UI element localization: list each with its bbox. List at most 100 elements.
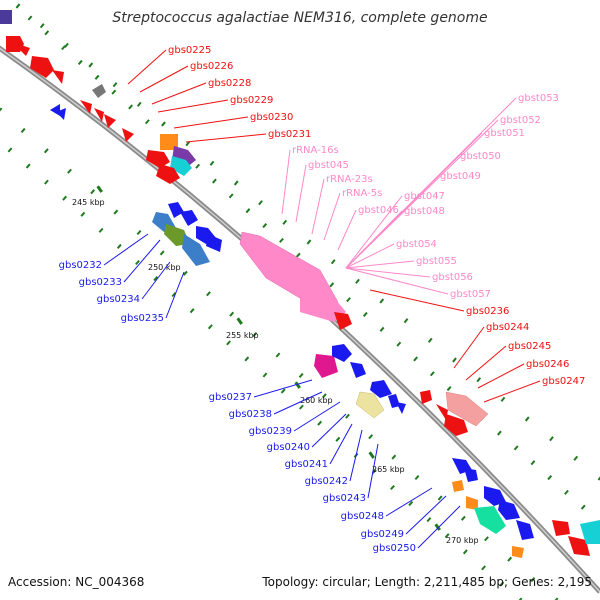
- gene-arrow: [420, 390, 432, 404]
- gene-label: gbs0233: [79, 277, 122, 288]
- track-tick: [43, 148, 49, 154]
- track-tick: [144, 119, 150, 125]
- track-ticks: [0, 3, 600, 600]
- track-tick: [379, 298, 385, 304]
- callout-line: [273, 391, 323, 415]
- track-tick: [67, 168, 72, 174]
- gene-label: gbs0250: [373, 543, 416, 554]
- gene-arrow: [498, 500, 520, 520]
- gene-arrow: [334, 312, 352, 330]
- callout-line: [253, 379, 313, 398]
- gene-label: gbst050: [460, 151, 501, 162]
- track-tick: [446, 386, 452, 392]
- track-tick: [321, 393, 327, 399]
- track-tick: [500, 396, 506, 402]
- track-tick: [444, 533, 450, 539]
- gene-label: gbs0237: [209, 392, 252, 403]
- callout-line: [417, 505, 461, 549]
- gene-arrow: [350, 362, 366, 378]
- callout-line: [123, 239, 161, 283]
- track-tick: [452, 357, 457, 363]
- gene-arrow: [168, 202, 184, 218]
- track-tick: [90, 189, 96, 195]
- gene-arrow: [332, 344, 352, 362]
- callouts: gbs0225gbs0226gbs0228gbs0229gbs0230gbs02…: [59, 45, 586, 554]
- gene-feature: [92, 84, 106, 98]
- callout-line: [329, 423, 353, 465]
- gene-arrow: [370, 380, 392, 398]
- callout-line: [385, 487, 433, 517]
- track-tick: [77, 59, 83, 66]
- track-tick: [462, 549, 468, 555]
- gene-feature: [512, 546, 524, 558]
- callout-line: [323, 192, 341, 241]
- track-tick: [355, 278, 360, 284]
- track-tick: [233, 180, 239, 186]
- track-tick: [88, 62, 94, 68]
- gene-label: gbst054: [396, 239, 437, 250]
- gene-label: rRNA-23s: [326, 174, 373, 185]
- gene-label: gbs0246: [526, 359, 569, 370]
- track-tick: [262, 372, 268, 378]
- gene-arrow: [12, 42, 30, 56]
- gene-label: gbst045: [308, 160, 349, 171]
- track-tick: [27, 15, 33, 21]
- gene-label: rRNA-16s: [292, 145, 339, 156]
- track-tick: [275, 352, 281, 358]
- track-tick: [128, 104, 133, 110]
- callout-line: [295, 164, 307, 223]
- gene-label: gbs0226: [190, 61, 233, 72]
- callout-line: [151, 82, 207, 105]
- kbp-label: 255 kbp: [226, 331, 259, 340]
- track-tick: [20, 127, 26, 133]
- callout-line: [349, 429, 363, 482]
- track-tick: [226, 340, 231, 346]
- track-tick: [111, 89, 117, 95]
- track-tick: [597, 475, 600, 481]
- summary-text: Topology: circular; Length: 2,211,485 bp…: [261, 575, 592, 589]
- gene-label: gbs0228: [208, 78, 251, 89]
- track-tick: [408, 501, 414, 507]
- track-tick: [403, 318, 409, 324]
- gene-label: gbs0239: [249, 426, 292, 437]
- track-tick: [396, 341, 402, 347]
- gene-arrow: [436, 404, 448, 420]
- callout-line: [465, 345, 507, 381]
- callout-line: [337, 209, 357, 251]
- gene-label: gbs0230: [250, 112, 293, 123]
- gene-arrow: [444, 414, 468, 436]
- gene-label: gbs0232: [59, 260, 102, 271]
- accession-text: Accession: NC_004368: [8, 575, 144, 589]
- track-tick: [207, 324, 213, 330]
- track-tick: [44, 30, 50, 36]
- track-tick: [530, 460, 536, 466]
- track-tick: [136, 101, 142, 107]
- gene-label: gbst051: [484, 128, 525, 139]
- track-tick: [499, 581, 505, 587]
- track-tick: [426, 517, 432, 523]
- callout-line: [477, 363, 525, 389]
- track-tick: [98, 227, 104, 233]
- gene-feature: [474, 506, 506, 534]
- gene-label: gbst048: [404, 206, 445, 217]
- track-tick: [279, 237, 284, 243]
- callout-line: [139, 65, 189, 93]
- gene-feature: [445, 391, 489, 427]
- track-tick: [345, 413, 350, 419]
- track-tick: [413, 356, 418, 362]
- gene-label: gbst053: [518, 93, 559, 104]
- gene-label: gbst052: [500, 115, 541, 126]
- track-tick: [497, 430, 502, 436]
- gene-arrow: [568, 536, 590, 556]
- map-title: Streptococcus agalactiae NEM316, complet…: [112, 10, 487, 26]
- gene-label: gbs0234: [97, 294, 140, 305]
- gene-feature: [355, 391, 385, 419]
- track-tick: [553, 597, 559, 600]
- gene-arrow: [206, 234, 222, 252]
- track-tick: [244, 356, 250, 362]
- track-tick: [185, 141, 191, 147]
- gene-arrow: [52, 70, 64, 84]
- track-tick: [61, 45, 66, 51]
- gene-arrow: [396, 402, 406, 414]
